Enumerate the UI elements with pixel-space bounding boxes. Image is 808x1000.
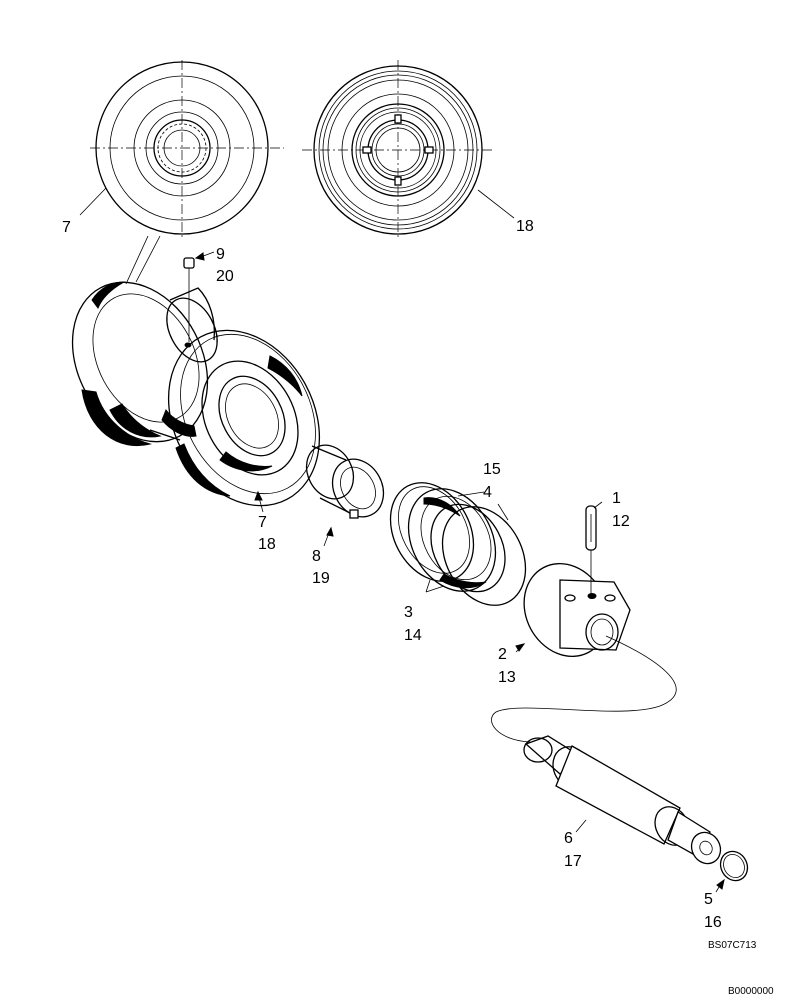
callout-12: 12 [612, 513, 630, 530]
callout-8: 8 [312, 548, 321, 565]
callout-6: 6 [564, 830, 573, 847]
o-ring [719, 850, 749, 882]
callout-17: 17 [564, 853, 582, 870]
callout-5: 5 [704, 891, 713, 908]
shaft [491, 635, 722, 865]
view-link-line-right [135, 235, 161, 283]
callout-3: 3 [404, 604, 413, 621]
pin [585, 505, 597, 596]
wheel-face-view-18 [302, 60, 494, 240]
callout-14: 14 [404, 627, 422, 644]
collar [523, 562, 631, 658]
drawing-reference: BS07C713 [708, 940, 757, 951]
callout-13: 13 [498, 669, 516, 686]
callout-9: 9 [216, 246, 225, 263]
callout-4: 4 [483, 484, 492, 501]
plug [183, 257, 195, 342]
callout-7: 7 [62, 219, 71, 236]
callout-labels: 7 18 9 20 7 18 8 19 15 4 3 14 1 12 2 13 … [62, 218, 722, 931]
callout-20: 20 [216, 268, 234, 285]
view-link-line-left [125, 235, 149, 285]
callout-16: 16 [704, 914, 722, 931]
callout-1: 1 [612, 490, 621, 507]
callout-15: 15 [483, 461, 501, 478]
wheel-face-view-7 [90, 60, 284, 238]
callout-2: 2 [498, 646, 507, 663]
roller-wheel [71, 281, 321, 507]
callout-7: 7 [258, 514, 267, 531]
callout-19: 19 [312, 570, 330, 587]
callout-18: 18 [516, 218, 534, 235]
bushing [305, 444, 385, 519]
callout-18: 18 [258, 536, 276, 553]
page-reference: B0000000 [728, 986, 774, 997]
leader-lines [79, 187, 725, 893]
seal-group [389, 482, 527, 606]
